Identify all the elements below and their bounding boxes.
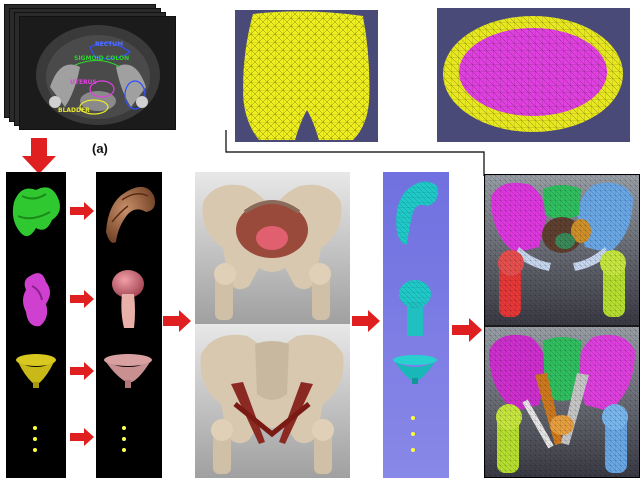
assembled-mesh-panel: [484, 174, 640, 478]
ellipsis-dot: [411, 448, 415, 452]
red-arrow-right-icon: [70, 202, 94, 220]
pelvis-front-render: [195, 172, 350, 324]
assembled-pelvis-mesh: [485, 175, 639, 477]
ct-slice-stack: RECTUM SIGMOID COLON UTERUS BLADDER: [4, 4, 179, 132]
ellipsis-dot: [33, 426, 37, 430]
ellipsis-dot: [411, 416, 415, 420]
body-surface-mesh-panel: [235, 10, 378, 142]
ct-scan-image: [20, 17, 175, 129]
red-arrow-right-icon: [352, 310, 380, 332]
red-arrow-right-icon: [70, 428, 94, 446]
ellipsis-dot: [33, 437, 37, 441]
body-surface-mesh: [235, 10, 378, 142]
connector-line: [222, 130, 490, 176]
pelvis-front-render-panel: [195, 172, 350, 324]
red-arrow-right-icon: [70, 362, 94, 380]
red-arrow-down-icon: [22, 138, 56, 174]
organ-mesh-column: [383, 172, 449, 478]
segmented-organs-column: [6, 172, 66, 478]
ct-label-uterus: UTERUS: [70, 79, 97, 86]
pelvis-back-render: [195, 324, 350, 478]
body-cross-section-panel: [437, 8, 630, 142]
organ-mesh-image: [383, 172, 449, 478]
segmented-organs-image: [6, 172, 66, 478]
smoothed-organs-column: [96, 172, 162, 478]
pelvis-back-render-panel: [195, 324, 350, 478]
ellipsis-dot: [122, 426, 126, 430]
ct-label-rectum: RECTUM: [95, 41, 123, 48]
ellipsis-dot: [122, 448, 126, 452]
step-label-a: (a): [92, 141, 108, 156]
red-arrow-right-icon: [70, 290, 94, 308]
red-arrow-right-icon: [163, 310, 191, 332]
ct-slice-front: RECTUM SIGMOID COLON UTERUS BLADDER: [19, 16, 176, 130]
ct-label-bladder: BLADDER: [58, 107, 90, 114]
smoothed-organs-image: [96, 172, 162, 478]
ellipsis-dot: [33, 448, 37, 452]
body-cross-section-mesh: [437, 8, 630, 142]
ellipsis-dot: [411, 432, 415, 436]
ct-label-sigmoid-colon: SIGMOID COLON: [74, 55, 129, 62]
red-arrow-right-icon: [452, 318, 482, 342]
ellipsis-dot: [122, 437, 126, 441]
